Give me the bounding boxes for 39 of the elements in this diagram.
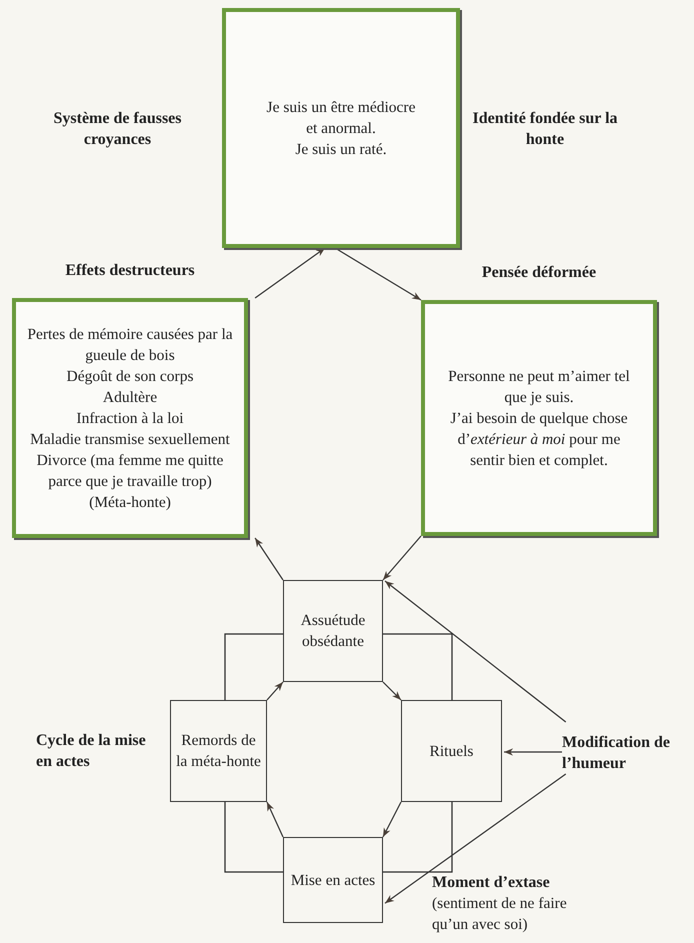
cycle-step-box bbox=[283, 580, 383, 682]
arrow bbox=[254, 248, 326, 298]
side-caption: Identité fondée sur la honte bbox=[471, 109, 619, 150]
node-text: Modification de l’humeur bbox=[562, 733, 671, 774]
arrow bbox=[504, 748, 562, 756]
box-text: Mise en actes bbox=[290, 870, 376, 890]
box-text: Remords de la méta-honte bbox=[175, 731, 262, 772]
arrow bbox=[384, 774, 566, 904]
box-text: J’ai besoin de quelque chose d’extérieur à moi pour me sentir bien et complet. bbox=[449, 408, 629, 470]
arrow bbox=[382, 536, 422, 580]
cycle-step-box bbox=[283, 837, 383, 923]
box-text: Rituels bbox=[430, 742, 474, 762]
box-heading: Effets destructeurs bbox=[64, 261, 196, 281]
arrow bbox=[334, 247, 422, 301]
box-text: Assuétude obsédante bbox=[300, 611, 366, 652]
cycle-step-box bbox=[170, 700, 267, 802]
box-text: Je suis un être médiocre et anormal. bbox=[266, 98, 416, 138]
arrow bbox=[266, 682, 284, 700]
cycle-caption: Cycle de la mise en actes bbox=[36, 731, 147, 772]
arrow bbox=[384, 580, 566, 722]
side-caption: Système de fausses croyances bbox=[52, 109, 182, 150]
box-text: Infraction à la loi bbox=[76, 408, 184, 428]
box-text: Je suis un raté. bbox=[295, 140, 387, 160]
arrow bbox=[254, 538, 284, 580]
box-text: Divorce (ma femme me quitte parce que je travaille trop) bbox=[36, 450, 224, 492]
arrow bbox=[266, 802, 284, 838]
box-text: Adultère bbox=[102, 388, 158, 408]
box-text: Maladie transmise sexuellement bbox=[30, 430, 230, 450]
belief-box bbox=[222, 8, 460, 248]
moment-note: (sentiment de ne faire qu’un avec soi) bbox=[432, 894, 568, 935]
moment-caption: Moment d’extase bbox=[432, 873, 551, 893]
cycle-step-box bbox=[401, 700, 502, 802]
arrow bbox=[382, 802, 402, 838]
box-text: Dégoût de son corps bbox=[66, 366, 194, 386]
box-text: Pertes de mémoire causées par la gueule de bois bbox=[26, 324, 234, 366]
box-heading: Pensée déformée bbox=[480, 263, 598, 283]
box-text: (Méta-honte) bbox=[89, 492, 171, 512]
box-text: Personne ne peut m’aimer tel que je suis. bbox=[447, 366, 631, 408]
arrow bbox=[382, 682, 402, 700]
